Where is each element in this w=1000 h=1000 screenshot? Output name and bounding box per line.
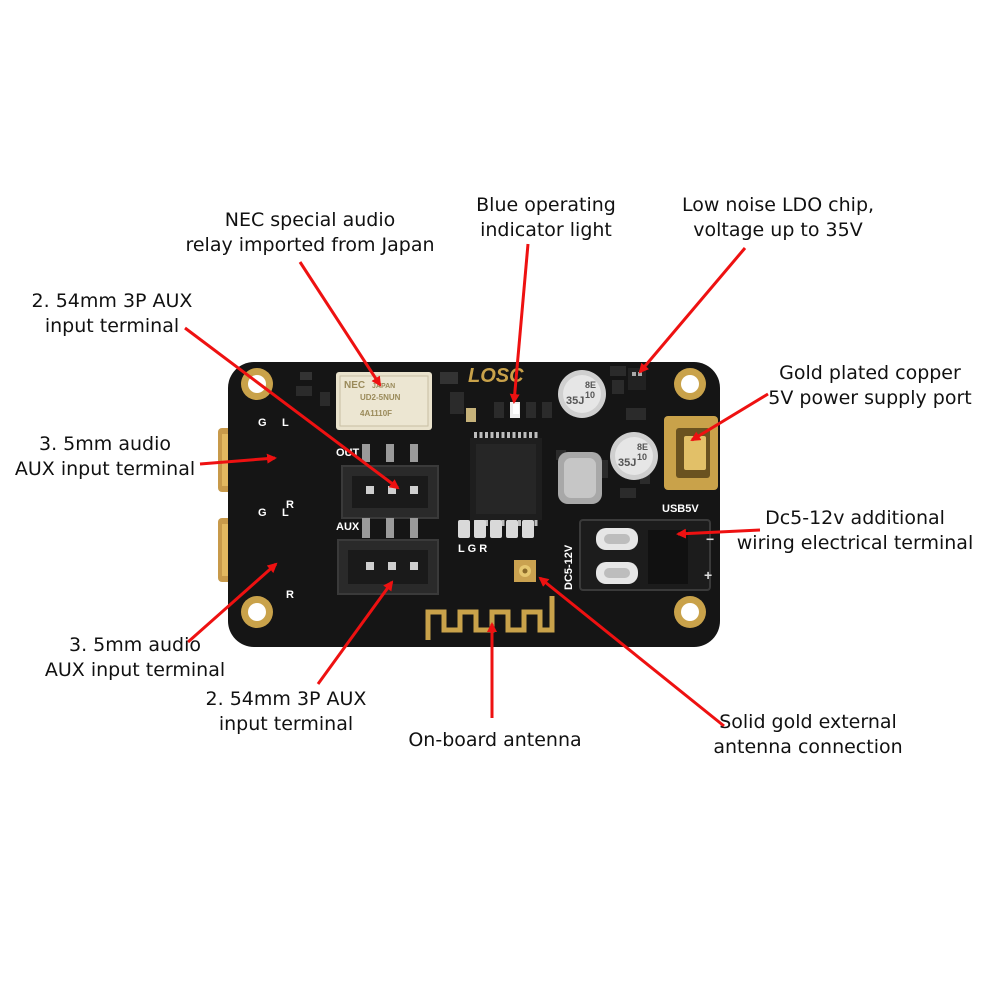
- arrow-aux-top: [184, 326, 400, 490]
- label-usb-line2: 5V power supply port: [768, 387, 972, 409]
- arrow-antenna-connector: [538, 576, 725, 728]
- label-ldo-line1: Low noise LDO chip,: [681, 194, 875, 216]
- arrow-indicator: [509, 243, 530, 404]
- ic-pin: [490, 432, 494, 438]
- capacitor-2: [610, 432, 658, 480]
- relay-code: 4A1110F: [360, 409, 392, 418]
- arrow-aux-bottom: [316, 580, 394, 685]
- label-usb-line1: Gold plated copper: [779, 362, 961, 384]
- label-jack-top: 3. 5mm audio AUX input terminal: [15, 432, 195, 482]
- label-jack-bottom-line1: 3. 5mm audio: [69, 634, 201, 656]
- label-aux-top-line2: input terminal: [44, 315, 180, 337]
- label-antenna-connector-line1: Solid gold external: [719, 711, 897, 733]
- label-jack-bottom-line2: AUX input terminal: [44, 659, 226, 681]
- cap2-line3: 35J: [618, 457, 636, 469]
- label-relay-line1: NEC special audio: [224, 209, 396, 231]
- main-ic: [470, 438, 542, 520]
- label-l-top: L: [282, 417, 289, 429]
- label-dc5-12v: DC5-12V: [563, 544, 575, 590]
- label-dc-line1: Dc5-12v additional: [765, 507, 945, 529]
- ic-pin: [479, 432, 483, 438]
- label-r-top: R: [286, 499, 294, 511]
- ic-pin: [518, 432, 521, 438]
- label-jack-top-line1: 3. 5mm audio: [39, 433, 171, 455]
- arrow-jack-bottom: [187, 562, 278, 644]
- arrow-ldo: [638, 247, 747, 374]
- label-indicator-line2: indicator light: [480, 219, 612, 241]
- label-g-bottom: G: [258, 507, 267, 519]
- label-r-bottom: R: [286, 589, 294, 601]
- label-relay: NEC special audio relay imported from Ja…: [185, 208, 434, 258]
- label-g-top: G: [258, 417, 267, 429]
- label-antenna: On-board antenna: [408, 728, 581, 753]
- silkscreen-labels: LOSC OUT AUX L G R USB5V DC5-12V G L R G…: [258, 365, 714, 601]
- ic-pin: [512, 432, 516, 438]
- label-aux-top: 2. 54mm 3P AUX input terminal: [32, 289, 193, 339]
- ic-pin: [518, 520, 521, 526]
- cap1-line2: 10: [585, 390, 595, 400]
- label-ldo-line2: voltage up to 35V: [693, 219, 863, 241]
- crystal-oscillator: [558, 452, 602, 504]
- brand-logo: LOSC: [468, 365, 524, 387]
- label-jack-bottom: 3. 5mm audio AUX input terminal: [45, 633, 225, 683]
- capacitor-1: [558, 370, 606, 418]
- label-antenna-connector: Solid gold external antenna connection: [713, 710, 902, 760]
- ldo-chip: [628, 368, 646, 390]
- arrow-usb: [690, 392, 769, 442]
- label-dc: Dc5-12v additional wiring electrical ter…: [737, 506, 973, 556]
- cap1-line1: 8E: [585, 380, 596, 390]
- lgr-pads: [458, 520, 534, 538]
- label-antenna-line1: On-board antenna: [408, 729, 582, 751]
- ic-pin: [474, 432, 477, 438]
- ic-pin: [507, 432, 510, 438]
- label-l-bottom: L: [282, 507, 289, 519]
- label-antenna-connector-line2: antenna connection: [713, 736, 903, 758]
- label-ldo: Low noise LDO chip, voltage up to 35V: [682, 193, 874, 243]
- label-lgr: L G R: [458, 543, 487, 555]
- arrow-relay: [298, 261, 382, 387]
- label-aux-top-line1: 2. 54mm 3P AUX: [31, 290, 193, 312]
- ic-pin: [496, 432, 499, 438]
- ic-pin: [534, 520, 538, 526]
- relay-model: UD2-5NUN: [360, 393, 401, 402]
- label-aux-bottom-line1: 2. 54mm 3P AUX: [205, 688, 367, 710]
- ic-pin: [523, 432, 527, 438]
- arrow-dc: [676, 528, 761, 539]
- label-aux: AUX: [336, 521, 360, 533]
- cap2-line1: 8E: [637, 442, 648, 452]
- ic-pin: [529, 432, 532, 438]
- label-aux-bottom-line2: input terminal: [218, 713, 354, 735]
- antenna-connector: [514, 560, 536, 582]
- usb-port: [664, 416, 718, 490]
- relay-country: JAPAN: [372, 383, 395, 390]
- label-relay-line2: relay imported from Japan: [185, 234, 435, 256]
- ic-pin: [534, 432, 538, 438]
- relay: [336, 372, 432, 430]
- ic-pin: [485, 432, 488, 438]
- label-aux-bottom: 2. 54mm 3P AUX input terminal: [206, 687, 367, 737]
- label-indicator-line1: Blue operating: [476, 194, 616, 216]
- ic-pin: [501, 520, 505, 526]
- antenna-trace: [425, 596, 555, 640]
- label-usb: Gold plated copper 5V power supply port: [768, 361, 971, 411]
- label-jack-top-line2: AUX input terminal: [14, 458, 196, 480]
- relay-brand: NEC: [344, 380, 365, 391]
- arrow-jack-top: [199, 453, 277, 466]
- ic-pin: [485, 520, 488, 526]
- dc-terminal: [579, 519, 711, 591]
- callout-arrows: [184, 243, 769, 728]
- cap1-line3: 35J: [566, 395, 584, 407]
- label-dc-line2: wiring electrical terminal: [736, 532, 974, 554]
- cap2-line2: 10: [637, 452, 647, 462]
- label-indicator: Blue operating indicator light: [476, 193, 616, 243]
- ic-pin: [501, 432, 505, 438]
- label-usb5v: USB5V: [662, 503, 699, 515]
- label-plus: +: [704, 567, 712, 583]
- status-led: [513, 404, 519, 414]
- label-minus: −: [706, 531, 714, 547]
